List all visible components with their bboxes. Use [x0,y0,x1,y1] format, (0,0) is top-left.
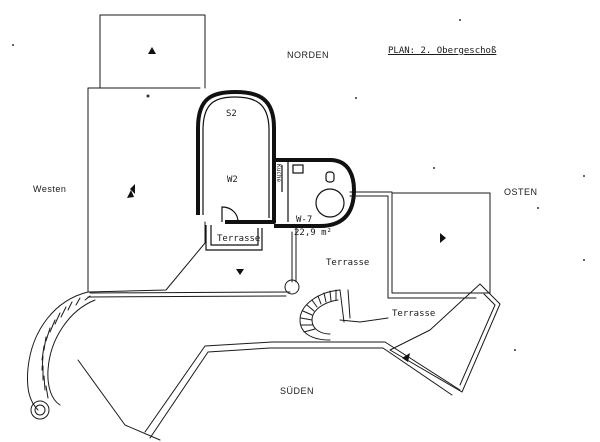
drafting-mark [583,259,585,261]
compass-south: SÜDEN [280,386,315,396]
terrace-label-southeast: Terrasse [392,309,436,319]
terrace-divider-3 [347,289,351,319]
north-roof-outline [99,14,206,89]
shower-tray [315,188,345,218]
drafting-mark [537,207,539,209]
southeast-roof-inner [459,293,496,386]
south-diag [144,341,461,433]
room-w2-wall-inner [202,96,270,218]
west-stair-treads [41,295,91,399]
drafting-mark [514,349,516,351]
room-label-kitchen: Küche [275,164,282,183]
drafting-mark [355,97,357,99]
east-wall-outline-2 [349,195,477,299]
drafting-mark [146,94,150,98]
marker-west [130,184,135,194]
west-roof-outline [87,87,206,293]
marker-east [440,233,446,243]
room-w2-wall [196,90,276,224]
west-stair-newel [30,400,50,420]
drafting-mark [459,19,461,21]
stair-post [284,279,300,295]
terrace-divider-2 [339,289,345,323]
marker-south-east [402,353,410,362]
south-terrace-outer [89,291,291,294]
room-area-w7: 22,9 m² [294,228,332,238]
east-roof-outline [391,192,491,294]
room-label-w2: W2 [227,175,238,185]
drafting-mark [583,175,585,177]
room-label-w7: W-7 [296,215,313,225]
toilet [325,171,335,183]
terrace-label-small: Terrasse [217,234,261,244]
compass-west: Westen [33,184,67,194]
compass-east: OSTEN [504,187,538,197]
southeast-roof-outline [389,283,501,393]
door-arc [221,206,239,223]
drafting-mark [12,44,14,46]
drafting-mark [433,167,435,169]
central-stair-treads [300,289,337,333]
room-label-s2: S2 [226,109,237,119]
west-spiral-stair-inner [47,299,96,406]
kitchen-wall [274,158,356,228]
marker-north-room [127,190,134,198]
plan-title: PLAN: 2. Obergeschoß [388,46,497,56]
marker-north-roof [148,47,156,54]
washbasin [292,164,304,174]
terrace-divider [339,317,389,323]
south-terrace-outer-2 [87,295,287,298]
central-spiral-stair [299,289,341,341]
terrace-label-center: Terrasse [326,258,370,268]
compass-north: NORDEN [287,50,330,60]
west-spiral-stair [27,291,89,411]
south-terrace-bottom [77,359,161,441]
south-diag-2 [149,347,453,439]
small-terrace-outline-2 [210,225,259,246]
west-stair-newel-inner [34,404,46,416]
small-terrace-outline [205,225,263,251]
marker-south-west [236,269,244,275]
